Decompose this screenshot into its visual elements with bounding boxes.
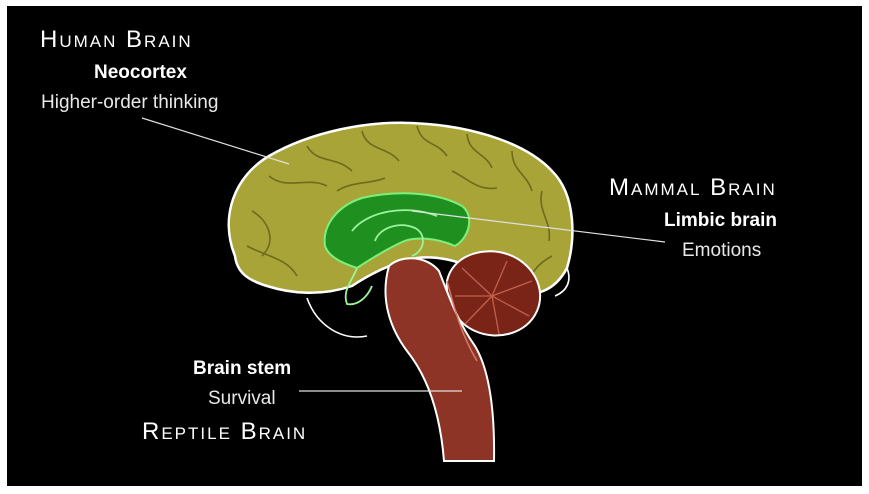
lower-outline bbox=[306, 297, 368, 338]
brainstem-region bbox=[384, 257, 496, 462]
brainstem-highlight bbox=[446, 280, 478, 362]
limbic-brain-label: Limbic brain bbox=[664, 210, 777, 231]
mammal-pointer-line bbox=[411, 210, 666, 243]
human-pointer-line bbox=[141, 117, 290, 165]
brain-diagram bbox=[141, 117, 666, 462]
diagram-frame: Human Brain Neocortex Higher-order think… bbox=[7, 6, 862, 486]
brain-stem-function: Survival bbox=[208, 388, 276, 409]
human-brain-title: Human Brain bbox=[40, 26, 193, 53]
limbic-region bbox=[323, 192, 471, 270]
brain-stem-label: Brain stem bbox=[193, 358, 292, 379]
reptile-brain-title: Reptile Brain bbox=[142, 418, 308, 445]
cerebellum-folia bbox=[455, 260, 533, 335]
neocortex-label: Neocortex bbox=[94, 62, 187, 83]
neocortex-function: Higher-order thinking bbox=[41, 92, 219, 113]
lower-outline-right bbox=[554, 267, 570, 297]
mammal-brain-title: Mammal Brain bbox=[609, 174, 777, 201]
limbic-function: Emotions bbox=[682, 240, 762, 261]
